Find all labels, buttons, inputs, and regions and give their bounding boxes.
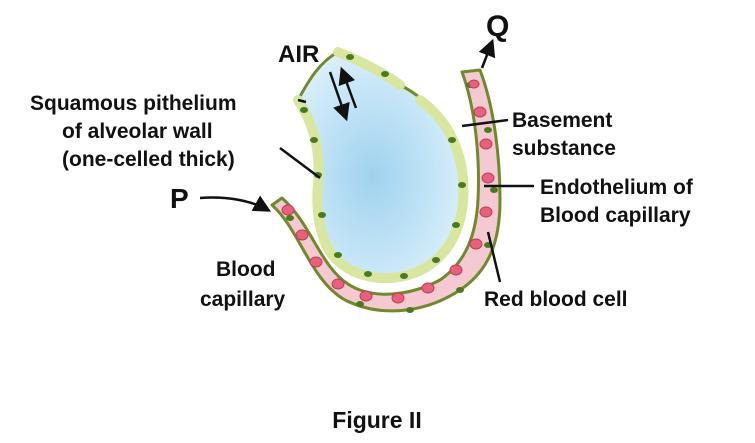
red-blood-cells [281,79,495,304]
blood-capillary [270,68,502,313]
leader-lines [279,98,534,283]
q-arrow [478,38,496,69]
air-label: AIR [278,41,319,68]
alveolus [293,47,469,284]
red-blood-cell-label: Red blood cell [484,288,628,311]
squamous-label-line1: Squamous pithelium [30,92,237,115]
figure-caption: Figure II [332,407,421,433]
blood-capillary-label-line1: Blood [216,258,275,281]
p-arrow [199,195,272,212]
basement-label-line2: substance [512,137,616,160]
squamous-label-line3: (one-celled thick) [62,148,235,171]
squamous-label-line2: of alveolar wall [62,120,213,143]
blood-capillary-label-line2: capillary [200,288,286,311]
endothelium-label-line1: Endothelium of [540,176,694,199]
air-flow-arrows [328,66,358,122]
q-label: Q [486,10,509,43]
basement-label-line1: Basement [512,109,612,132]
p-label: P [170,183,189,214]
endothelium-label-line2: Blood capillary [540,204,691,227]
